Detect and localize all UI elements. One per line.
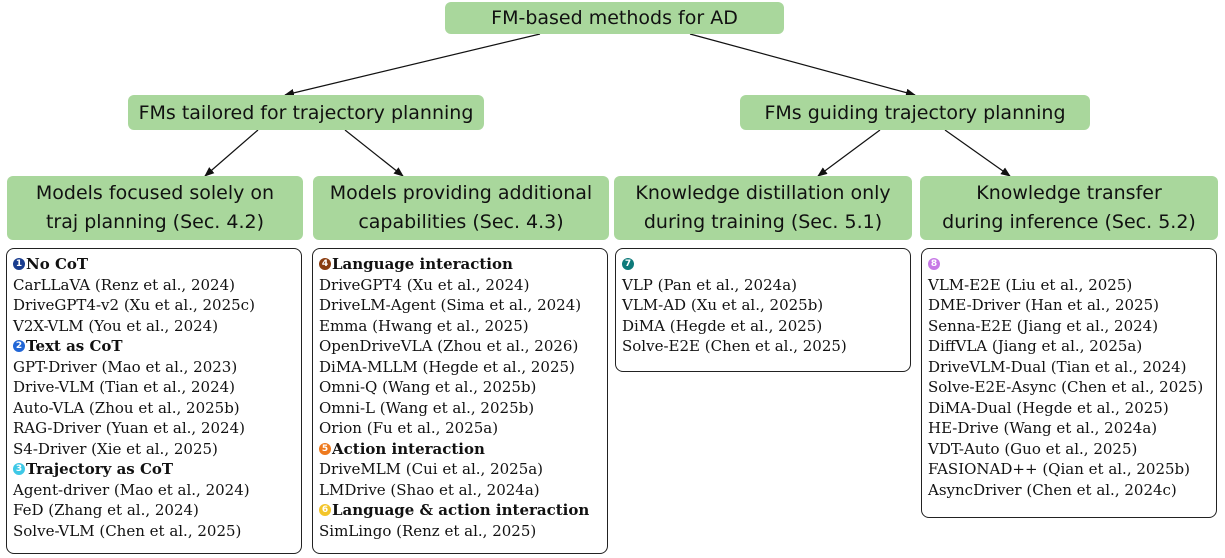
group-title: Language & action interaction — [332, 501, 590, 519]
method-list-item: VLM-E2E (Liu et al., 2025) — [928, 275, 1133, 294]
number-badge-icon: 7 — [622, 258, 634, 271]
method-list-item: LMDrive (Shao et al., 2024a) — [319, 480, 540, 499]
number-badge-icon: 2 — [13, 340, 25, 353]
method-list-item: DriveVLM-Dual (Tian et al., 2024) — [928, 357, 1187, 376]
group-title: Text as CoT — [26, 337, 123, 355]
arrow-guiding-to-transfer — [944, 129, 1011, 177]
leaf-label: Knowledge distillation only during train… — [635, 182, 891, 233]
method-list-item: GPT-Driver (Mao et al., 2023) — [13, 357, 238, 376]
number-badge-icon: 6 — [319, 504, 331, 517]
method-list-item: Senna-E2E (Jiang et al., 2024) — [928, 316, 1159, 335]
leaf-label: Knowledge transfer during inference (Sec… — [942, 182, 1196, 233]
leaf-node-knowledge-distillation: Knowledge distillation only during train… — [614, 176, 912, 240]
method-list-item: OpenDriveVLA (Zhou et al., 2026) — [319, 337, 579, 355]
method-list-item: DiMA-Dual (Hegde et al., 2025) — [928, 398, 1169, 417]
branch-label: FMs tailored for trajectory planning — [138, 101, 474, 124]
number-badge-icon: 3 — [13, 463, 25, 476]
arrow-guiding-to-distillation — [817, 129, 881, 177]
group-header: 7 — [622, 254, 910, 275]
number-badge-icon: 4 — [319, 258, 331, 271]
method-list-item: Omni-L (Wang et al., 2025b) — [319, 398, 535, 417]
branch-label: FMs guiding trajectory planning — [764, 101, 1066, 124]
group-title: Trajectory as CoT — [26, 460, 174, 478]
arrow-root-to-guiding — [689, 33, 916, 97]
method-list-item: Orion (Fu et al., 2025a) — [319, 419, 499, 437]
method-list-item: DriveGPT4-v2 (Xu et al., 2025c) — [13, 296, 255, 314]
method-list-item: CarLLaVA (Renz et al., 2024) — [13, 275, 235, 294]
method-list-item: RAG-Driver (Yuan et al., 2024) — [13, 419, 245, 437]
method-list-item: S4-Driver (Xie et al., 2025) — [13, 439, 218, 458]
branch-node-guiding: FMs guiding trajectory planning — [740, 95, 1090, 130]
method-list-item: VDT-Auto (Guo et al., 2025) — [928, 439, 1138, 458]
arrow-root-to-tailored — [284, 33, 541, 97]
method-list-item: Solve-E2E (Chen et al., 2025) — [622, 337, 847, 355]
method-list-item: Agent-driver (Mao et al., 2024) — [13, 480, 250, 499]
method-list-item: FASIONAD++ (Qian et al., 2025b) — [928, 460, 1190, 478]
method-list-item: V2X-VLM (You et al., 2024) — [13, 316, 219, 335]
method-list-item: Emma (Hwang et al., 2025) — [319, 316, 529, 335]
method-list-item: DME-Driver (Han et al., 2025) — [928, 296, 1160, 314]
group-title: Action interaction — [332, 439, 485, 458]
method-list-item: DiMA-MLLM (Hegde et al., 2025) — [319, 357, 575, 376]
method-list-item: Solve-VLM (Chen et al., 2025) — [13, 521, 242, 540]
method-list-item: DriveMLM (Cui et al., 2025a) — [319, 460, 544, 478]
number-badge-icon: 5 — [319, 442, 331, 455]
number-badge-icon: 1 — [13, 258, 25, 271]
method-list-item: SimLingo (Renz et al., 2025) — [319, 521, 537, 540]
method-list-item: HE-Drive (Wang et al., 2024a) — [928, 419, 1158, 437]
method-list-item: DiffVLA (Jiang et al., 2025a) — [928, 337, 1143, 355]
method-list-item: Drive-VLM (Tian et al., 2024) — [13, 378, 236, 396]
method-list-item: VLM-AD (Xu et al., 2025b) — [622, 296, 824, 314]
arrow-tailored-to-solely — [204, 129, 259, 177]
leaf-label: Models focused solely on traj planning (… — [35, 182, 275, 233]
arrow-tailored-to-additional — [344, 129, 404, 177]
method-list-item: FeD (Zhang et al., 2024) — [13, 501, 199, 519]
method-list-item: Solve-E2E-Async (Chen et al., 2025) — [928, 378, 1204, 396]
method-list-item: Omni-Q (Wang et al., 2025b) — [319, 378, 537, 396]
method-list-item: Auto-VLA (Zhou et al., 2025b) — [13, 398, 240, 417]
method-list-item: DriveGPT4 (Xu et al., 2024) — [319, 275, 530, 294]
group-title: Language interaction — [332, 255, 513, 273]
method-list-item: DriveLM-Agent (Sima et al., 2024) — [319, 296, 582, 314]
method-list-item: AsyncDriver (Chen et al., 2024c) — [928, 480, 1177, 499]
leaf-node-additional-capabilities: Models providing additional capabilities… — [313, 176, 609, 240]
leaf-node-solely-planning: Models focused solely on traj planning (… — [7, 176, 303, 240]
root-node: FM-based methods for AD — [445, 2, 784, 34]
root-label: FM-based methods for AD — [491, 7, 738, 29]
leaf-node-knowledge-transfer: Knowledge transfer during inference (Sec… — [920, 176, 1218, 240]
number-badge-icon: 8 — [928, 258, 940, 271]
group-header: 8 — [928, 254, 1216, 275]
leaf-label: Models providing additional capabilities… — [329, 182, 593, 233]
group-title: No CoT — [26, 255, 89, 273]
branch-node-tailored: FMs tailored for trajectory planning — [128, 95, 484, 130]
method-list-item: VLP (Pan et al., 2024a) — [622, 275, 797, 294]
method-list-item: DiMA (Hegde et al., 2025) — [622, 316, 823, 335]
